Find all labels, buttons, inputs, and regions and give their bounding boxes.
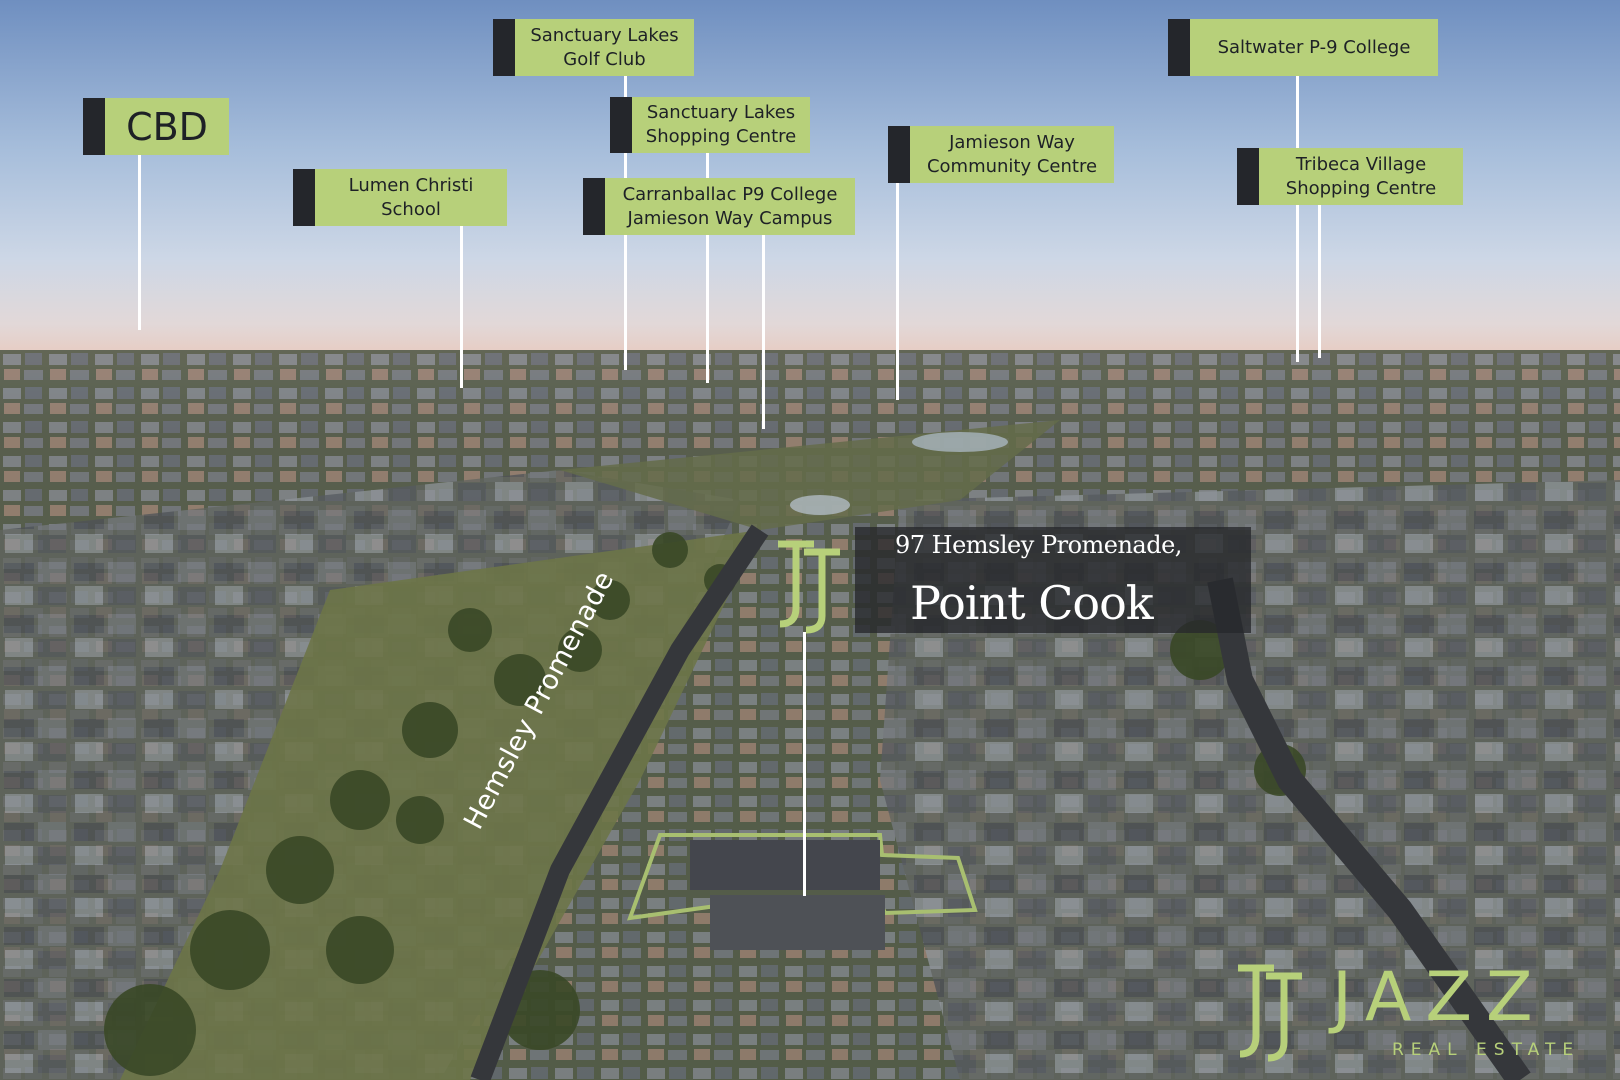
callout-tribeca-text: Tribeca Village Shopping Centre [1285,153,1437,199]
brand-jj-monogram-icon [1232,962,1310,1062]
callout-shopping-text: Sanctuary Lakes Shopping Centre [645,102,797,147]
callout-college-text: Carranballac P9 College Jamieson Way Cam… [622,183,838,229]
leader-lumen [460,226,463,388]
leader-cbd [138,150,141,330]
brand-name: JAZZ [1332,958,1547,1037]
callout-carranballac-college: Carranballac P9 College Jamieson Way Cam… [583,178,855,235]
property-suburb: Point Cook [910,576,1154,630]
leader-saltwater [1296,76,1299,362]
jj-monogram-icon [768,538,850,634]
callout-saltwater-college: Saltwater P-9 College [1168,19,1438,76]
property-address-panel [855,527,1251,633]
brand-tagline: REAL ESTATE [1392,1040,1581,1060]
callout-lumen-christi-school: Lumen Christi School [293,169,507,226]
callout-cbd-text: CBD [126,104,208,149]
callout-cbd: CBD [83,98,229,155]
suburb-aerial-scenery [0,350,1620,1080]
leader-shopping [706,152,709,383]
callout-community-text: Jamieson Way Community Centre [926,131,1098,177]
property-street: 97 Hemsley Promenade, [895,531,1182,559]
callout-saltwater-text: Saltwater P-9 College [1217,36,1411,58]
leader-tribeca [1318,204,1321,358]
leader-community [896,182,899,400]
callout-jamieson-way-community-centre: Jamieson Way Community Centre [888,126,1114,183]
callout-lumen-text: Lumen Christi School [348,174,474,220]
leader-college [762,233,765,429]
callout-golf-text: Sanctuary Lakes Golf Club [530,24,679,70]
callout-sanctuary-lakes-golf-club: Sanctuary Lakes Golf Club [493,19,694,76]
callout-tribeca-village: Tribeca Village Shopping Centre [1237,148,1463,205]
leader-property [803,632,806,896]
callout-sanctuary-lakes-shopping-centre: Sanctuary Lakes Shopping Centre [610,97,810,153]
